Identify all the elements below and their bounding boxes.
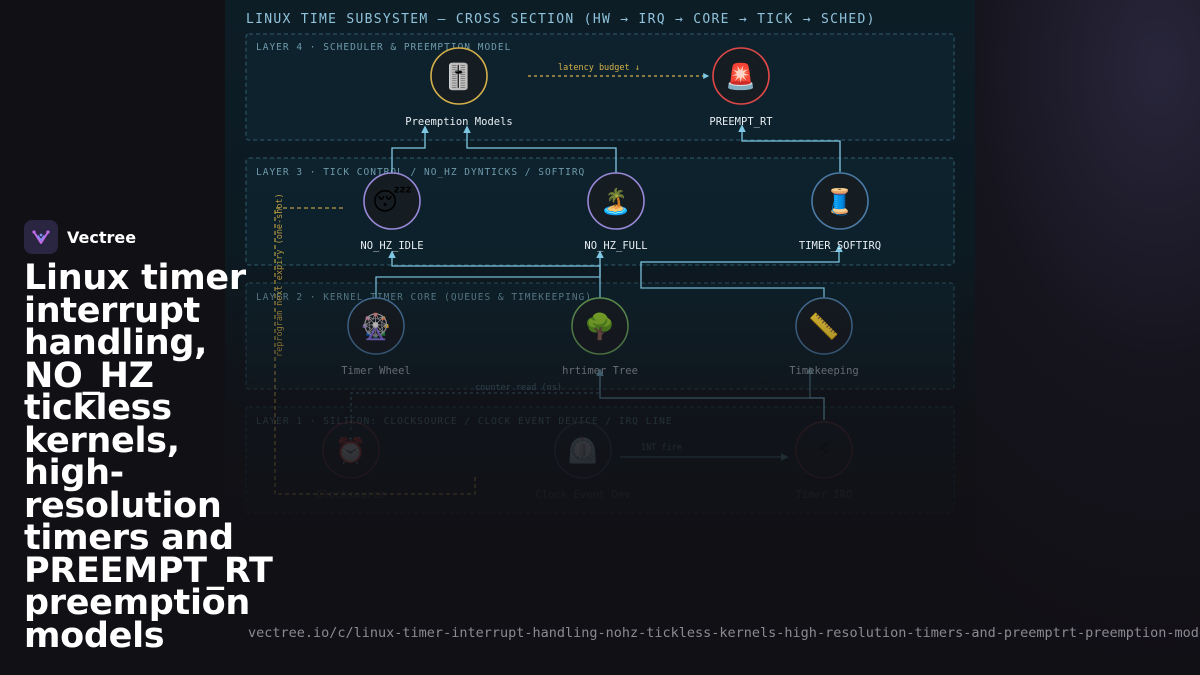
layer-2-label: LAYER 2 · KERNEL TIMER CORE (QUEUES & TI…	[256, 292, 592, 303]
node-label: Clocksource	[316, 489, 386, 501]
counter-read-label: counter read (ns)	[475, 383, 562, 393]
node-preemption-models[interactable]: 🎚️ Preemption Models	[405, 47, 513, 128]
ferris-wheel-icon: 🎡	[360, 312, 391, 341]
node-label: NO_HZ_FULL	[584, 240, 647, 252]
node-label: Timer IRQ	[796, 489, 853, 501]
node-label: PREEMPT_RT	[709, 116, 773, 128]
brand-name: Vectree	[67, 227, 137, 247]
node-label: Timer Wheel	[341, 365, 411, 377]
node-label: Preemption Models	[405, 116, 512, 128]
latency-budget-label: latency budget ↓	[558, 63, 640, 73]
node-nohz-full[interactable]: 🏝️ NO_HZ_FULL	[584, 172, 648, 252]
ruler-icon: 📏	[808, 312, 839, 341]
slider-icon: 🎚️	[443, 62, 474, 91]
node-timer-irq[interactable]: ⚡ Timer IRQ	[795, 421, 853, 501]
node-preempt-rt[interactable]: 🚨 PREEMPT_RT	[709, 47, 773, 128]
node-label: Timekeeping	[789, 365, 859, 377]
layer-4-box: LAYER 4 · SCHEDULER & PREEMPTION MODEL	[245, 33, 955, 141]
layer-4-label: LAYER 4 · SCHEDULER & PREEMPTION MODEL	[256, 42, 511, 53]
node-label: hrtimer Tree	[562, 365, 638, 377]
edge-nohz-full-to-preemption	[463, 125, 617, 174]
edge-softirq-to-preempt-rt	[738, 124, 841, 172]
brand[interactable]: Vectree	[24, 220, 136, 254]
node-label: TIMER_SOFTIRQ	[799, 240, 881, 252]
vectree-logo-icon	[24, 220, 58, 254]
siren-icon: 🚨	[725, 62, 756, 91]
reprogram-label: reprogram next expiry (one-shot)	[275, 193, 285, 357]
node-nohz-idle[interactable]: 😴 NO_HZ_IDLE	[360, 172, 424, 252]
alarm-clock-icon: ⏰	[335, 435, 366, 465]
diagram-title: LINUX TIME SUBSYSTEM — CROSS SECTION (HW…	[246, 12, 876, 27]
node-label: Clock Event Dev	[536, 489, 631, 501]
node-timer-softirq[interactable]: 🧵 TIMER_SOFTIRQ	[799, 172, 881, 252]
island-icon: 🏝️	[600, 187, 631, 216]
timer-clock-icon: ⏲️	[567, 436, 598, 465]
edge-nohz-idle-to-preemption	[391, 125, 429, 174]
int-fire-label: INT fire	[641, 443, 682, 453]
thread-spool-icon: 🧵	[824, 187, 855, 217]
page-title: Linux timer interrupt handling, NO_HZ ti…	[24, 258, 273, 656]
sleeping-face-icon: 😴	[372, 186, 412, 216]
layer-3-label: LAYER 3 · TICK CONTROL / NO_HZ DYNTICKS …	[256, 167, 585, 178]
node-label: NO_HZ_IDLE	[360, 240, 423, 252]
layer-1-label: LAYER 1 · SILICON: CLOCKSOURCE / CLOCK E…	[256, 416, 673, 427]
tree-icon: 🌳	[584, 311, 615, 341]
lightning-icon: ⚡	[815, 436, 833, 465]
page-url[interactable]: vectree.io/c/linux-timer-interrupt-handl…	[248, 625, 1200, 641]
